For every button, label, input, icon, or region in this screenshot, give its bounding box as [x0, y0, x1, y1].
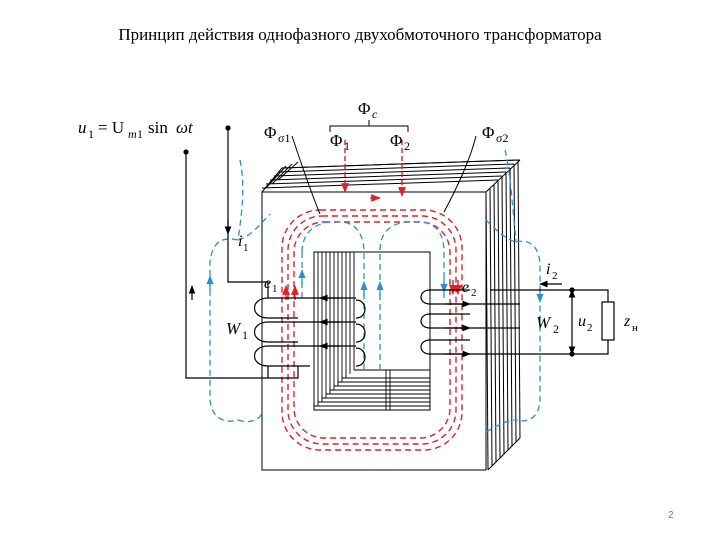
svg-text:Φ: Φ [330, 131, 342, 150]
leakage-flux-1-label: Φ σ1 [264, 123, 290, 145]
current-1-label: i 1 [238, 233, 249, 254]
voltage-2-label: u 2 [578, 313, 593, 334]
magnetic-core [261, 159, 521, 471]
svg-text:= U: = U [98, 118, 124, 137]
svg-text:W: W [226, 319, 242, 338]
primary-current-arrow [188, 220, 232, 300]
svg-text:u: u [78, 118, 87, 137]
primary-winding [253, 297, 366, 367]
emf-2-label: e 2 [462, 279, 477, 299]
primary-leads [183, 125, 299, 379]
main-flux-lines [281, 209, 463, 451]
load-impedance [601, 301, 615, 341]
primary-winding-arrows [319, 294, 340, 350]
svg-text:sin: sin [148, 118, 168, 137]
flux-2-label: Φ 2 [390, 131, 410, 153]
flux-bracket [291, 120, 477, 215]
svg-text:c: c [372, 107, 378, 121]
svg-text:W: W [536, 313, 552, 332]
svg-text:u: u [578, 313, 586, 330]
svg-text:z: z [623, 313, 631, 330]
svg-text:Φ: Φ [358, 99, 370, 118]
svg-text:e: e [264, 275, 271, 292]
slide-title: Принцип действия однофазного двухобмоточ… [118, 25, 602, 44]
svg-text:1: 1 [137, 127, 143, 141]
winding-1-label: W 1 [226, 319, 248, 342]
svg-text:1: 1 [243, 242, 249, 254]
svg-text:Φ: Φ [482, 123, 494, 142]
secondary-circuit [490, 287, 615, 357]
svg-text:2: 2 [553, 322, 559, 336]
svg-text:2: 2 [471, 287, 477, 299]
svg-text:2: 2 [552, 270, 558, 282]
svg-text:1: 1 [344, 139, 350, 153]
svg-text:2: 2 [587, 322, 593, 334]
svg-text:σ2: σ2 [496, 131, 508, 145]
svg-text:1: 1 [88, 127, 94, 141]
svg-text:1: 1 [272, 283, 278, 295]
svg-text:i: i [238, 233, 242, 250]
common-flux-label: Φ c [358, 99, 378, 121]
svg-text:ωt: ωt [176, 118, 194, 137]
current-2-label: i 2 [546, 261, 558, 282]
leakage-flux-lines [209, 149, 541, 433]
svg-text:Φ: Φ [390, 131, 402, 150]
load-label: z н [623, 313, 638, 334]
svg-text:1: 1 [242, 328, 248, 342]
emf-1-label: e 1 [264, 275, 278, 295]
svg-text:σ1: σ1 [278, 131, 290, 145]
svg-text:2: 2 [404, 139, 410, 153]
svg-text:i: i [546, 261, 550, 278]
secondary-winding-arrows [444, 300, 471, 358]
secondary-winding [420, 289, 520, 355]
supply-voltage-label: u 1 = U m 1 sin ωt [78, 118, 194, 141]
leakage-flux-2-label: Φ σ2 [482, 123, 508, 145]
page-number: 2 [668, 510, 674, 521]
svg-text:m: m [128, 127, 137, 141]
winding-2-label: W 2 [536, 313, 559, 336]
flux-1-label: Φ 1 [330, 131, 350, 153]
svg-text:e: e [462, 279, 469, 296]
svg-text:н: н [632, 322, 638, 334]
svg-text:Φ: Φ [264, 123, 276, 142]
